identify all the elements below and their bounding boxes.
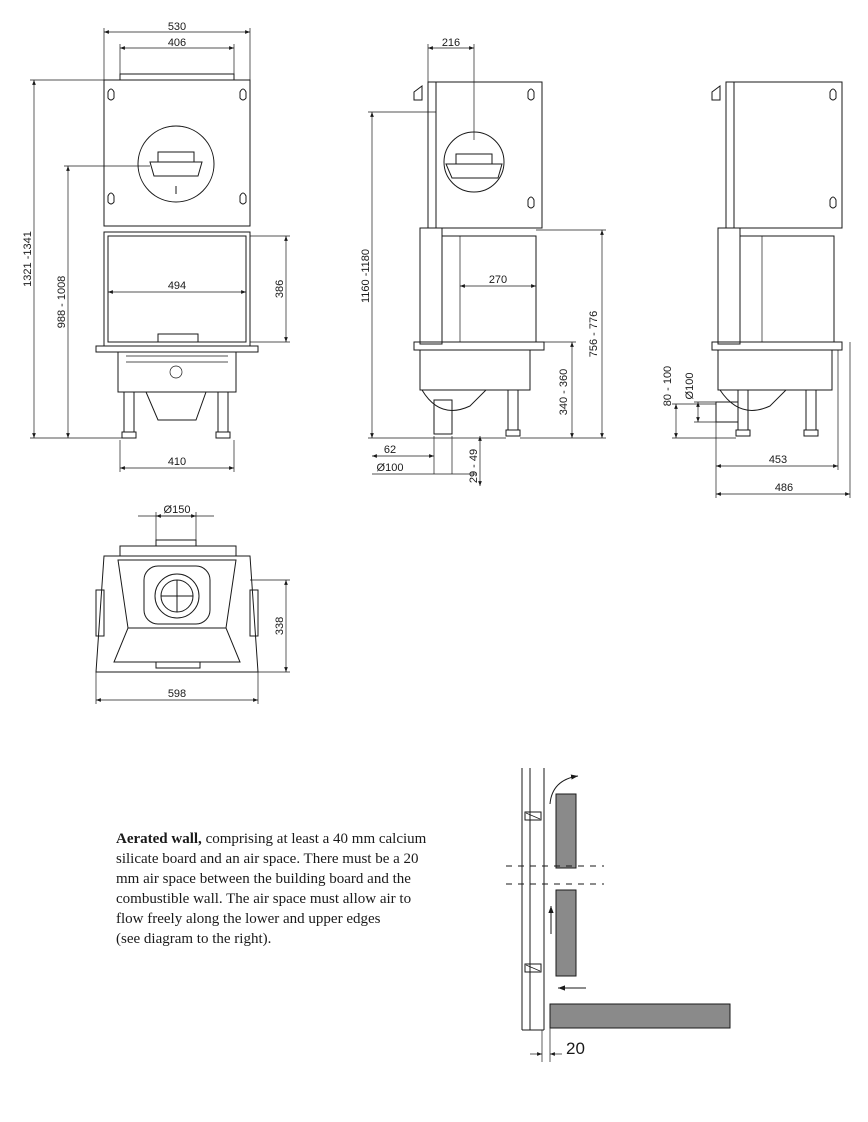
note-line-2: silicate board and an air space. There m… xyxy=(116,851,419,867)
aerated-wall-diagram xyxy=(506,768,731,1062)
dim-side-foot-height: 29 - 49 xyxy=(468,449,480,483)
note-line-5: flow freely along the lower and upper ed… xyxy=(116,911,381,927)
dim-right-depth-inner: 453 xyxy=(769,454,787,466)
dim-top-flue-diameter: Ø150 xyxy=(164,504,191,516)
right-side-view xyxy=(672,81,851,498)
dim-front-glass-width: 494 xyxy=(168,280,186,292)
dim-side-top-width: 216 xyxy=(442,37,460,49)
dim-front-height-total: 1321 -1341 xyxy=(22,231,34,287)
dim-top-depth: 338 xyxy=(274,617,286,635)
dim-right-air-height: 80 - 100 xyxy=(662,366,674,406)
dim-side-firebox-depth: 270 xyxy=(489,274,507,286)
dim-right-air-diameter: Ø100 xyxy=(684,373,696,400)
board-lower xyxy=(555,889,577,977)
dim-side-firebox-height: 756 - 776 xyxy=(588,311,600,357)
front-view xyxy=(30,28,290,472)
side-view xyxy=(368,44,606,486)
note-heading: Aerated wall, xyxy=(116,831,202,847)
dim-side-outlet-offset: 62 xyxy=(384,444,396,456)
dim-side-outlet-diameter: Ø100 xyxy=(377,462,404,474)
dim-front-base-width: 410 xyxy=(168,456,186,468)
dim-front-glass-height: 386 xyxy=(274,280,286,298)
dim-side-height: 1160 -1180 xyxy=(360,249,372,303)
aerated-wall-note: Aerated wall, comprising at least a 40 m… xyxy=(116,829,466,949)
dim-top-width: 598 xyxy=(168,688,186,700)
note-line-4: combustible wall. The air space must all… xyxy=(116,891,412,907)
board-upper xyxy=(555,793,577,869)
dim-side-base-height: 340 - 360 xyxy=(558,369,570,415)
dim-front-height-lower: 988 - 1008 xyxy=(56,276,68,329)
dim-wall-gap: 20 xyxy=(566,1039,585,1058)
note-line-3: mm air space between the building board … xyxy=(116,871,411,887)
top-view xyxy=(95,512,290,704)
note-line-6: (see diagram to the right). xyxy=(116,931,272,947)
note-line-1: comprising at least a 40 mm calcium xyxy=(201,831,427,847)
board-floor xyxy=(549,1003,731,1029)
dim-right-depth-outer: 486 xyxy=(775,482,793,494)
dim-front-width: 530 xyxy=(168,21,186,33)
dim-front-inner-top: 406 xyxy=(168,37,186,49)
